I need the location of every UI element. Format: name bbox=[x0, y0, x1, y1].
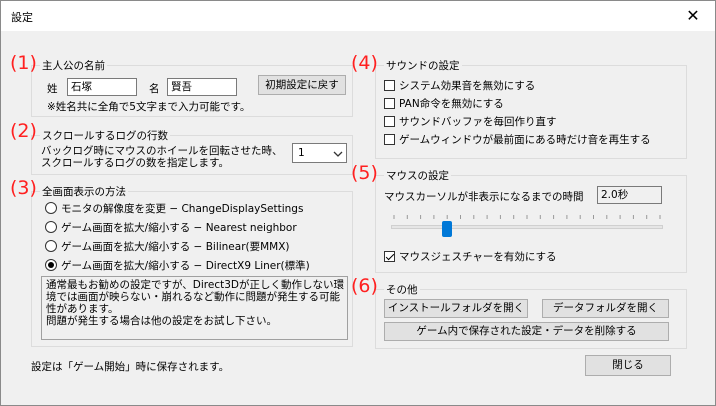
chevron-down-icon bbox=[333, 149, 343, 157]
name-note: ※姓名共に全角で5文字まで入力可能です。 bbox=[47, 101, 251, 113]
fullscreen-option-radio[interactable] bbox=[45, 221, 57, 233]
fullscreen-option-label[interactable]: ゲーム画面を拡大/縮小する − DirectX9 Liner(標準) bbox=[61, 260, 310, 272]
cursor-hide-value[interactable]: 2.0秒 bbox=[597, 186, 662, 204]
sei-input[interactable]: 石塚 bbox=[67, 78, 137, 96]
sound-option-checkbox[interactable] bbox=[384, 134, 395, 145]
open-data-folder-button[interactable]: データフォルダを開く bbox=[542, 299, 669, 318]
fullscreen-option-radio[interactable] bbox=[45, 259, 57, 271]
slider-ticks bbox=[393, 215, 661, 219]
reset-name-button[interactable]: 初期設定に戻す bbox=[258, 75, 346, 95]
mei-input[interactable]: 賢吾 bbox=[167, 78, 237, 96]
scroll-group-label: スクロールするログの行数 bbox=[40, 128, 170, 143]
description-line: 性があります。 bbox=[46, 303, 119, 315]
sei-label: 姓 bbox=[47, 83, 58, 95]
scroll-desc-line1: バックログ時にマウスのホイールを回転させた時、 bbox=[41, 145, 283, 157]
window-title: 設定 bbox=[11, 11, 33, 24]
other-group-label: その他 bbox=[384, 282, 420, 297]
open-install-folder-button[interactable]: インストールフォルダを開く bbox=[384, 299, 528, 318]
scroll-lines-value: 1 bbox=[298, 147, 305, 159]
title-bar: 設定 ✕ bbox=[1, 1, 715, 31]
cursor-hide-slider[interactable] bbox=[391, 213, 663, 241]
fullscreen-option-label[interactable]: ゲーム画面を拡大/縮小する − Nearest neighbor bbox=[61, 222, 297, 234]
name-group-label: 主人公の名前 bbox=[40, 58, 107, 73]
sound-option-label[interactable]: システム効果音を無効にする bbox=[399, 80, 536, 92]
fullscreen-option-label[interactable]: モニタの解像度を変更 − ChangeDisplaySettings bbox=[61, 203, 304, 215]
marker-2: (2) bbox=[10, 120, 37, 142]
sound-group-label: サウンドの設定 bbox=[384, 58, 462, 73]
mouse-group: マウスの設定 bbox=[375, 168, 687, 273]
marker-1: (1) bbox=[10, 52, 37, 74]
fullscreen-description: 通常最もお勧めの設定ですが、Direct3Dが正しく動作しない環 境では画面が映… bbox=[41, 276, 348, 340]
close-window-icon[interactable]: ✕ bbox=[686, 6, 700, 25]
mei-label: 名 bbox=[149, 83, 160, 95]
sound-option-checkbox[interactable] bbox=[384, 116, 395, 127]
fullscreen-group-label: 全画面表示の方法 bbox=[40, 184, 128, 199]
marker-5: (5) bbox=[351, 162, 378, 184]
sound-group: サウンドの設定 bbox=[375, 58, 687, 159]
sound-option-checkbox[interactable] bbox=[384, 80, 395, 91]
footer-note: 設定は「ゲーム開始」時に保存されます。 bbox=[31, 361, 230, 373]
marker-6: (6) bbox=[351, 275, 378, 297]
fullscreen-group: 全画面表示の方法 bbox=[31, 184, 353, 347]
sound-option-label[interactable]: ゲームウィンドウが最前面にある時だけ音を再生する bbox=[399, 134, 651, 146]
sound-option-checkbox[interactable] bbox=[384, 98, 395, 109]
cursor-hide-label: マウスカーソルが非表示になるまでの時間 bbox=[384, 191, 584, 203]
marker-4: (4) bbox=[351, 52, 378, 74]
close-button[interactable]: 閉じる bbox=[585, 355, 671, 376]
gesture-label[interactable]: マウスジェスチャーを有効にする bbox=[399, 251, 557, 263]
fullscreen-option-label[interactable]: ゲーム画面を拡大/縮小する − Bilinear(要MMX) bbox=[61, 241, 290, 253]
fullscreen-option-radio[interactable] bbox=[45, 202, 57, 214]
name-group: 主人公の名前 bbox=[31, 58, 353, 117]
description-line: 境では画面が映らない・崩れるなど動作に問題が発生する可能 bbox=[46, 291, 340, 303]
slider-track bbox=[391, 225, 663, 229]
scroll-lines-select[interactable]: 1 bbox=[292, 143, 347, 163]
other-group: その他 bbox=[375, 282, 687, 349]
description-line: 問題が発生する場合は他の設定をお試し下さい。 bbox=[46, 315, 277, 327]
slider-thumb[interactable] bbox=[442, 221, 453, 237]
gesture-checkbox[interactable] bbox=[384, 251, 395, 262]
description-line: 通常最もお勧めの設定ですが、Direct3Dが正しく動作しない環 bbox=[46, 279, 344, 291]
delete-saved-data-button[interactable]: ゲーム内で保存された設定・データを削除する bbox=[384, 322, 669, 341]
sound-option-label[interactable]: PAN命令を無効にする bbox=[399, 98, 504, 110]
scroll-group: スクロールするログの行数 bbox=[31, 128, 353, 175]
mouse-group-label: マウスの設定 bbox=[384, 168, 451, 183]
scroll-desc-line2: スクロールするログの数を指定します。 bbox=[41, 157, 229, 169]
marker-3: (3) bbox=[10, 177, 37, 199]
sound-option-label[interactable]: サウンドバッファを毎回作り直す bbox=[399, 116, 557, 128]
fullscreen-option-radio[interactable] bbox=[45, 240, 57, 252]
